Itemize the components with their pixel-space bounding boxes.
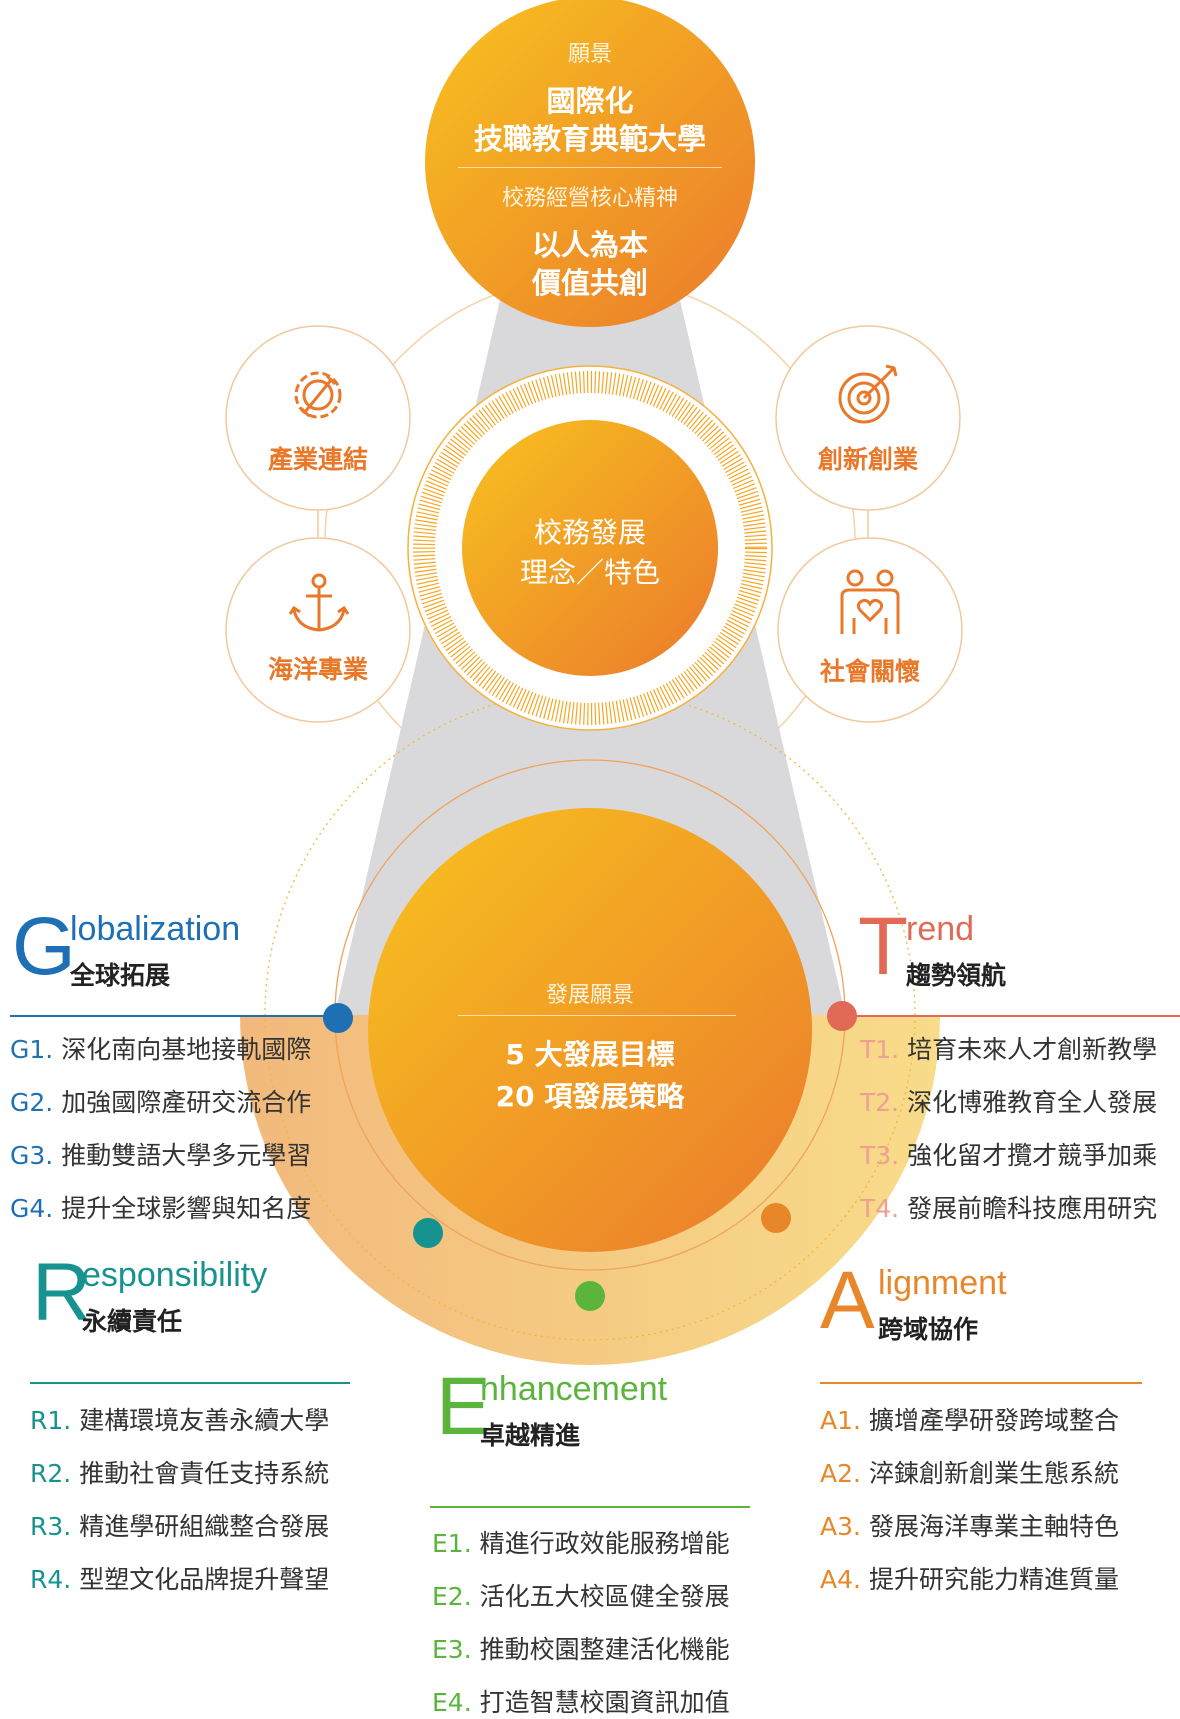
- development-circle: [368, 808, 812, 1252]
- pillar-responsibility: R esponsibility 永續責任: [32, 1252, 332, 1342]
- development-label: 發展願景: [545, 983, 634, 1008]
- dot-responsibility: [413, 1218, 443, 1248]
- dot-enhancement: [575, 1281, 605, 1311]
- vision-title-line2: 技職教育典範大學: [473, 122, 706, 156]
- dot-globalization: [323, 1003, 353, 1033]
- list-item: E4.打造智慧校園資訊加值: [432, 1688, 730, 1717]
- list-item: R3.精進學研組織整合發展: [30, 1512, 330, 1541]
- vision-title-line1: 國際化: [546, 84, 634, 118]
- list-item: E1.精進行政效能服務增能: [432, 1529, 730, 1558]
- feature-circle-innovation: [775, 325, 961, 511]
- list-item: A3.發展海洋專業主軸特色: [820, 1512, 1119, 1541]
- core-line1: 校務發展: [533, 516, 646, 549]
- core-line2: 理念／特色: [519, 556, 660, 589]
- feature-label-industry: 產業連結: [267, 445, 368, 474]
- list-item: G1.深化南向基地接軌國際: [10, 1035, 312, 1064]
- development-line2: 20 項發展策略: [495, 1080, 685, 1113]
- list-item: A1.擴增產學研發跨域整合: [820, 1406, 1119, 1435]
- pillar-alignment: A lignment 跨域協作: [820, 1260, 1120, 1350]
- pillar-word: lobalization: [70, 910, 241, 948]
- pillar-chinese: 趨勢領航: [906, 961, 1007, 990]
- list-item: G2.加強國際產研交流合作: [10, 1088, 312, 1117]
- pillar-list-enhancement: E1.精進行政效能服務增能 E2.活化五大校區健全發展 E3.推動校園整建活化機…: [432, 1524, 730, 1719]
- development-title: 5 大發展目標 20 項發展策略: [440, 1034, 740, 1118]
- pillar-letter: T: [858, 901, 909, 992]
- pillar-trend: T rend 趨勢領航: [858, 906, 1158, 996]
- pillar-list-responsibility: R1.建構環境友善永續大學 R2.推動社會責任支持系統 R3.精進學研組織整合發…: [30, 1401, 329, 1596]
- pillar-word: rend: [906, 910, 975, 948]
- list-item: R4.型塑文化品牌提升聲望: [30, 1565, 330, 1594]
- list-item: A2.淬鍊創新創業生態系統: [820, 1459, 1119, 1488]
- pillar-list-trend: T1.培育未來人才創新教學 T2.深化博雅教育全人發展 T3.強化留才攬才競爭加…: [860, 1030, 1157, 1225]
- list-item: R1.建構環境友善永續大學: [30, 1406, 330, 1435]
- core-sunburst: [413, 371, 767, 725]
- list-item: E2.活化五大校區健全發展: [432, 1582, 730, 1611]
- rule-enhancement: [430, 1506, 750, 1508]
- spirit-label: 校務經營核心精神: [501, 186, 678, 211]
- spirit-line2: 價值共創: [531, 266, 648, 300]
- dot-trend: [827, 1001, 857, 1031]
- rule-alignment: [820, 1382, 1142, 1384]
- vision-title: 國際化 技職教育典範大學: [430, 82, 750, 158]
- pillar-list-globalization: G1.深化南向基地接軌國際 G2.加強國際產研交流合作 G3.推動雙語大學多元學…: [10, 1030, 311, 1225]
- core-title: 校務發展 理念／特色: [470, 513, 710, 593]
- pillar-letter: G: [12, 901, 76, 992]
- list-item: G4.提升全球影響與知名度: [10, 1194, 312, 1223]
- development-divider: [458, 1015, 736, 1016]
- spirit-line1: 以人為本: [531, 228, 648, 262]
- pillar-chinese: 跨域協作: [878, 1315, 979, 1344]
- pillar-enhancement: E nhancement 卓越精進: [436, 1366, 736, 1456]
- vision-circle: [425, 0, 755, 327]
- pillar-word: nhancement: [480, 1370, 668, 1408]
- list-item: E3.推動校園整建活化機能: [432, 1635, 730, 1664]
- pillar-letter: E: [436, 1361, 491, 1452]
- development-line1: 5 大發展目標: [505, 1038, 675, 1071]
- list-item: R2.推動社會責任支持系統: [30, 1459, 330, 1488]
- pillar-letter: A: [820, 1255, 875, 1346]
- people-heart-icon: [840, 569, 900, 634]
- target-arrow-icon: [838, 364, 898, 424]
- pillar-word: lignment: [878, 1264, 1007, 1302]
- vision-label: 願景: [567, 42, 612, 67]
- list-item: A4.提升研究能力精進質量: [820, 1565, 1119, 1594]
- gear-wrench-icon: [294, 371, 342, 419]
- list-item: G3.推動雙語大學多元學習: [10, 1141, 312, 1170]
- pillar-chinese: 永續責任: [82, 1307, 183, 1336]
- pillar-list-alignment: A1.擴增產學研發跨域整合 A2.淬鍊創新創業生態系統 A3.發展海洋專業主軸特…: [820, 1401, 1119, 1596]
- list-item: T4.發展前瞻科技應用研究: [860, 1194, 1158, 1223]
- list-item: T2.深化博雅教育全人發展: [860, 1088, 1158, 1117]
- dot-alignment: [761, 1203, 791, 1233]
- pillar-word: esponsibility: [82, 1256, 268, 1294]
- core-circle: [462, 420, 718, 676]
- pillar-globalization: G lobalization 全球拓展: [12, 906, 312, 996]
- feature-label-ocean: 海洋專業: [267, 655, 368, 684]
- feature-label-innovation: 創新創業: [817, 445, 918, 474]
- spirit-title: 以人為本 價值共創: [440, 226, 740, 302]
- pillar-chinese: 卓越精進: [480, 1421, 581, 1450]
- feature-circle-social: [777, 537, 963, 723]
- rule-responsibility: [30, 1382, 350, 1384]
- list-item: T1.培育未來人才創新教學: [860, 1035, 1158, 1064]
- feature-circle-industry: [225, 325, 411, 511]
- pillar-chinese: 全球拓展: [70, 961, 171, 990]
- pillar-letter: R: [32, 1247, 92, 1338]
- feature-label-social: 社會關懷: [819, 657, 920, 686]
- anchor-icon: [288, 573, 350, 632]
- vision-divider: [458, 167, 722, 168]
- list-item: T3.強化留才攬才競爭加乘: [860, 1141, 1158, 1170]
